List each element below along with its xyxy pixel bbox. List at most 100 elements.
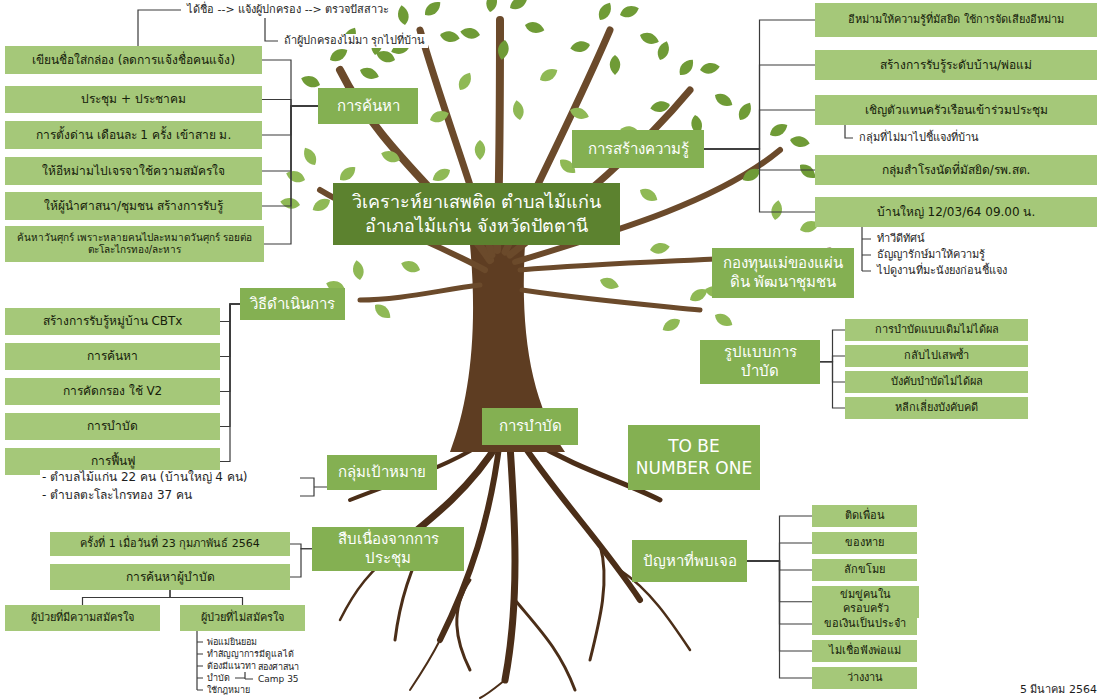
node-text: ว่างงาน: [847, 671, 883, 685]
node-text: สร้างการรับรู้หมู่บ้าน CBTx: [43, 314, 183, 329]
node-text: อีหม่ามให้ความรู้ที่มัสยิด ใช้การจัดเสีย…: [848, 13, 1064, 27]
node-text: เขียนชื่อใส่กล่อง (ลดการแจ้งชื่อคนแจ้ง): [32, 53, 235, 68]
note-label: สองศาสนา: [256, 661, 301, 673]
note-label: - ตำบลไม้แก่น 22 คน (บ้านใหญ่ 4 คน): [40, 470, 249, 485]
branch-connector: [704, 65, 815, 149]
category-box: กองทุนแม่ของแผ่นดิน พัฒนาชุมชน: [712, 248, 854, 298]
branch-connector: [704, 149, 815, 212]
category-box: ปัญหาที่พบเจอ: [632, 540, 747, 582]
node-text: ผู้ป่วยที่ไม่สมัครใจ: [201, 611, 284, 625]
note-label: ทำวีดีทัศน์: [875, 232, 927, 246]
node-text: การฟื้นฟู: [91, 454, 135, 469]
note-label: Camp 35: [256, 673, 301, 685]
note-label: พ่อแม่ยินยอม: [205, 636, 259, 648]
category-box: สืบเนื่องจากการประชุม: [312, 527, 464, 571]
item-box: กลับไปเสพซ้ำ: [845, 345, 1028, 367]
item-box: เขียนชื่อใส่กล่อง (ลดการแจ้งชื่อคนแจ้ง): [5, 46, 262, 74]
branch-connector: [820, 356, 845, 362]
node-text: ลักขโมย: [844, 563, 885, 577]
node-text: ปัญหาที่พบเจอ: [643, 552, 737, 571]
item-box: กลุ่มสำโรงนัดที่มัสยิด/รพ.สต.: [815, 155, 1097, 185]
branch-connector: [220, 304, 240, 462]
item-box: การค้นหาผู้บำบัด: [50, 564, 290, 590]
branch-connector: [704, 20, 815, 149]
item-box: การบำบัด: [5, 413, 220, 440]
branch-connector: [83, 590, 171, 605]
note-label: - ตำบลตะโละไกรทอง 37 คน: [40, 488, 194, 503]
branch-connector: [747, 543, 812, 561]
node-text: วิเคราะห์ยาเสพติด ตำบลไม้แก่น อำเภอไม้แก…: [343, 190, 610, 239]
item-box: ประชุม + ประชาคม: [5, 86, 262, 113]
node-text: การค้นหาผู้บำบัด: [126, 570, 215, 585]
item-box: ผู้ป่วยที่ไม่สมัครใจ: [180, 605, 305, 631]
branch-connector: [747, 561, 812, 678]
node-text: ให้อีหม่ามไปเจรจาใช้ความสมัครใจ: [42, 164, 225, 179]
note-label: บำบัด: [205, 672, 232, 684]
node-text: ข่มขู่คนในครอบครัว: [818, 588, 913, 616]
item-box: ผู้ป่วยที่มีความสมัครใจ: [5, 605, 160, 631]
node-text: ขอเงินเป็นประจำ: [824, 617, 906, 631]
category-box: การบำบัด: [482, 408, 578, 445]
node-text: สืบเนื่องจากการประชุม: [318, 530, 458, 568]
note-label: ใช้กฎหมาย: [205, 684, 252, 696]
node-text: ติดเพื่อน: [845, 509, 885, 523]
note-label: ได้ชื่อ --> แจ้งผู้ปกครอง --> ตรวจปัสสาว…: [185, 3, 391, 17]
node-text: ครั้งที่ 1 เมื่อวันที่ 23 กุมภาพันธ์ 256…: [80, 537, 259, 551]
node-text: บ้านใหญ่ 12/03/64 09.00 น.: [877, 205, 1036, 220]
node-text: การบำบัดแบบเดิมไม่ได้ผล: [875, 323, 999, 337]
node-text: การบำบัด: [87, 419, 138, 434]
node-text: บังคับบำบัดไม่ได้ผล: [891, 375, 983, 389]
item-box: เชิญตัวแทนครัวเรือนเข้าร่วมประชุม: [815, 95, 1097, 125]
category-box: รูปแบบการบำบัด: [700, 340, 820, 384]
node-text: การค้นหา: [87, 349, 138, 364]
node-text: TO BE NUMBER ONE: [634, 436, 754, 479]
branch-connector: [262, 100, 318, 107]
node-text: สร้างการรับรู้ระดับบ้าน/พ่อแม่: [880, 58, 1032, 73]
item-box: ให้อีหม่ามไปเจรจาใช้ความสมัครใจ: [5, 157, 262, 185]
node-text: กองทุนแม่ของแผ่นดิน พัฒนาชุมชน: [718, 254, 848, 292]
item-box: ให้ผู้นำศาสนา/ชุมชน สร้างการรับรู้: [5, 192, 262, 220]
item-box: ของหาย: [812, 532, 917, 554]
branch-connector: [704, 110, 815, 149]
category-box: กลุ่มเป้าหมาย: [327, 455, 437, 490]
note-label: ไปดูงานที่มะนังยงก่อนชี้แจง: [875, 264, 1009, 278]
item-box: การคัดกรอง ใช้ V2: [5, 378, 220, 405]
item-box: บ้านใหญ่ 12/03/64 09.00 น.: [815, 197, 1097, 227]
node-text: การบำบัด: [499, 417, 562, 436]
node-text: ประชุม + ประชาคม: [81, 92, 186, 107]
date-note: 5 มีนาคม 2564: [1018, 683, 1099, 697]
branch-connector: [262, 106, 318, 135]
node-text: กลุ่มเป้าหมาย: [338, 463, 426, 482]
note-label: ถ้าผู้ปกครองไม่มา รุกไปที่บ้าน: [282, 34, 428, 48]
branch-connector: [820, 362, 845, 408]
title-box: วิเคราะห์ยาเสพติด ตำบลไม้แก่น อำเภอไม้แก…: [333, 183, 620, 245]
node-text: ของหาย: [845, 536, 884, 550]
branch-connector: [262, 60, 318, 106]
item-box: การค้นหา: [5, 343, 220, 370]
node-text: การคัดกรอง ใช้ V2: [63, 384, 162, 399]
node-text: การสร้างความรู้: [588, 140, 689, 159]
node-text: ไม่เชื่อฟังพ่อแม่: [829, 644, 901, 658]
category-box: การค้นหา: [318, 88, 418, 124]
node-text: กลับไปเสพซ้ำ: [904, 349, 969, 363]
node-text: ให้ผู้นำศาสนา/ชุมชน สร้างการรับรู้: [44, 199, 223, 214]
node-text: ผู้ป่วยที่มีความสมัครใจ: [31, 611, 134, 625]
item-box: การตั้งด่าน เดือนละ 1 ครั้ง เข้าสาย ม.: [5, 121, 262, 149]
item-box: ขอเงินเป็นประจำ: [812, 613, 917, 635]
branch-connector: [290, 549, 312, 577]
note-label: ทำสัญญาการมีดูแลได้: [205, 648, 296, 660]
item-box: ค้นหาวันศุกร์ เพราะหลายคนไปละหมาดวันศุกร…: [5, 226, 264, 262]
node-text: เชิญตัวแทนครัวเรือนเข้าร่วมประชุม: [865, 103, 1048, 118]
node-text: กลุ่มสำโรงนัดที่มัสยิด/รพ.สต.: [882, 163, 1031, 178]
branch-connector: [290, 544, 312, 549]
item-box: ว่างงาน: [812, 667, 917, 689]
branch-connector: [170, 590, 243, 605]
node-text: หลีกเลี่ยงบังคับคดี: [895, 401, 978, 415]
category-box: การสร้างความรู้: [572, 130, 704, 168]
item-box: การบำบัดแบบเดิมไม่ได้ผล: [845, 319, 1028, 341]
node-text: การค้นหา: [337, 97, 400, 116]
note-label: ธัญญารักษ์มาให้ความรู้: [875, 248, 987, 262]
item-box: ลักขโมย: [812, 559, 917, 581]
branch-connector: [820, 330, 845, 362]
category-box: วิธีดำเนินการ: [240, 288, 345, 320]
